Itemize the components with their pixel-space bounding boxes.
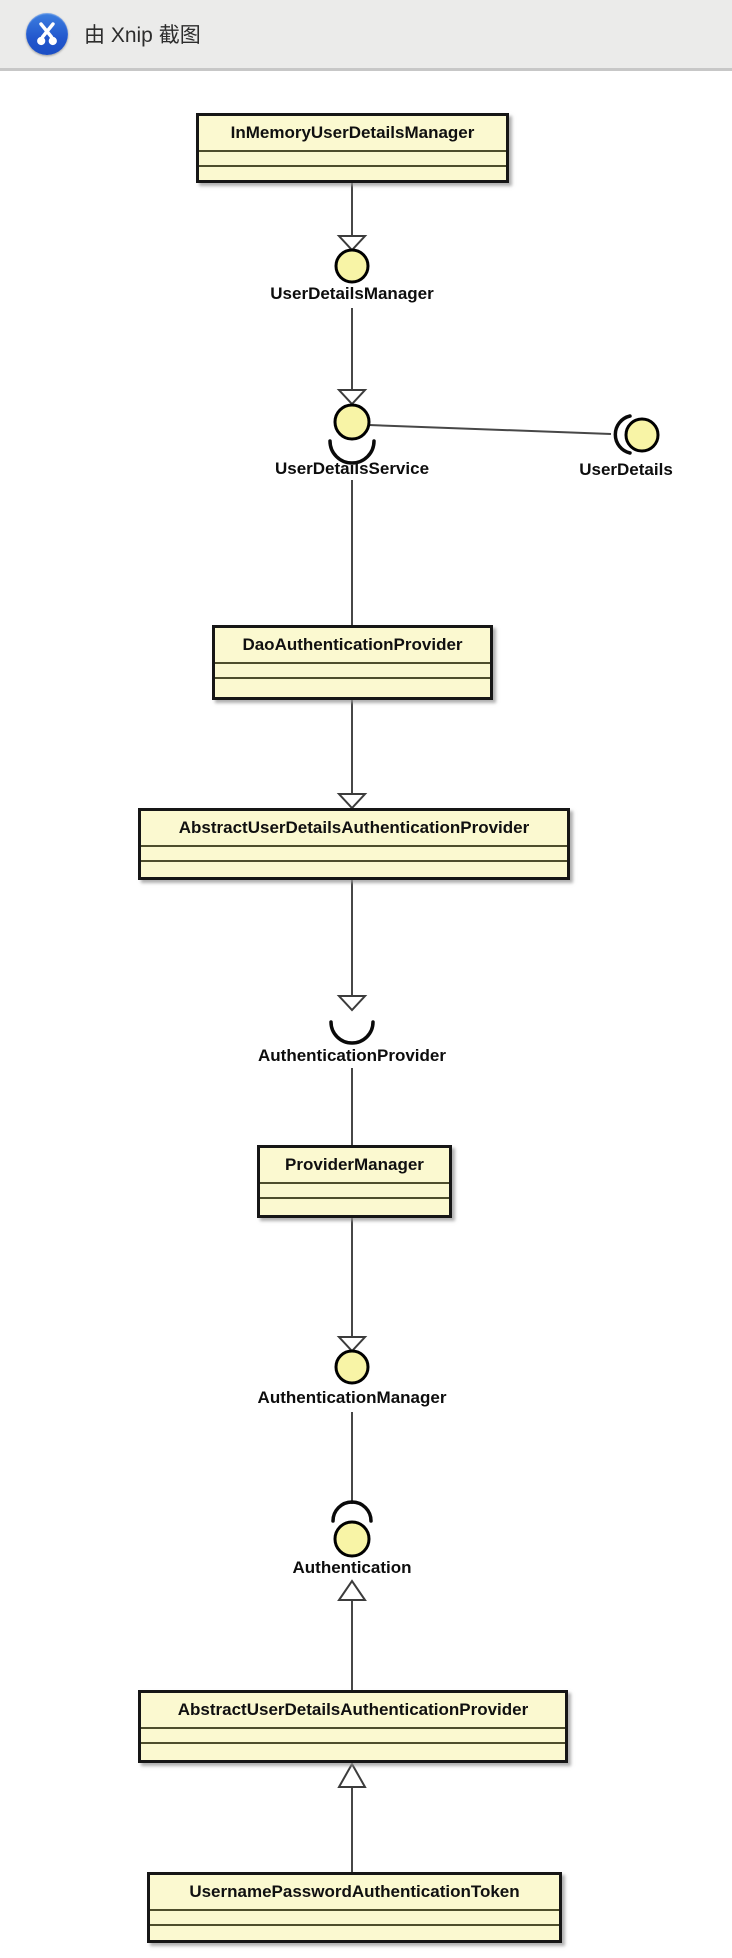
uml-class-diagram: InMemoryUserDetailsManager DaoAuthentica…	[0, 71, 732, 1958]
class-title: UsernamePasswordAuthenticationToken	[189, 1882, 520, 1901]
interface-label-userdetails: UserDetails	[579, 460, 673, 479]
class-title: AbstractUserDetailsAuthenticationProvide…	[178, 818, 530, 837]
attributes-compartment	[150, 1909, 559, 1924]
class-abstractuserdetailsauthenticationprovider-lower: AbstractUserDetailsAuthenticationProvide…	[138, 1690, 568, 1763]
realization-arrow-down-icon	[336, 995, 368, 1012]
userdetailsservice-interface-circle	[333, 403, 371, 441]
class-title: ProviderManager	[285, 1155, 424, 1174]
xnip-watermark-text: 由 Xnip 截图	[84, 24, 201, 47]
authentication-interface-circle	[333, 1520, 371, 1558]
interface-label-authentication: Authentication	[292, 1558, 412, 1577]
attributes-compartment	[141, 845, 567, 860]
xnip-scissors-icon	[37, 22, 57, 46]
class-abstractuserdetailsauthenticationprovider: AbstractUserDetailsAuthenticationProvide…	[138, 808, 570, 880]
class-inmemoryuserdetailsmanager: InMemoryUserDetailsManager	[196, 113, 509, 183]
authentication-socket-arc	[331, 1500, 373, 1523]
authenticationprovider-socket-arc	[329, 1020, 375, 1045]
class-providermanager: ProviderManager	[257, 1145, 452, 1218]
attributes-compartment	[199, 150, 506, 165]
userdetailsservice-socket-arc	[328, 439, 376, 465]
interface-label-userdetailsmanager: UserDetailsManager	[270, 284, 434, 303]
methods-compartment	[141, 860, 567, 877]
class-title: DaoAuthenticationProvider	[242, 635, 463, 654]
generalization-arrow-down-icon	[336, 793, 368, 810]
generalization-arrow-up-icon	[337, 1579, 367, 1601]
realization-arrow-down-icon	[336, 1336, 368, 1353]
generalization-arrow-up-icon	[337, 1761, 367, 1788]
class-title: AbstractUserDetailsAuthenticationProvide…	[177, 1700, 529, 1719]
class-usernamepasswordauthenticationtoken: UsernamePasswordAuthenticationToken	[147, 1872, 562, 1943]
interface-label-userdetailsservice: UserDetailsService	[274, 459, 430, 478]
methods-compartment	[215, 677, 490, 697]
class-daoauthenticationprovider: DaoAuthenticationProvider	[212, 625, 493, 700]
realization-arrow-down-icon	[336, 389, 368, 406]
interface-label-authenticationmanager: AuthenticationManager	[257, 1388, 447, 1407]
class-title: InMemoryUserDetailsManager	[230, 123, 475, 142]
methods-compartment	[150, 1924, 559, 1940]
xnip-titlebar: 由 Xnip 截图	[0, 0, 732, 71]
userdetails-interface-circle	[624, 417, 660, 453]
methods-compartment	[199, 165, 506, 180]
connector-layer	[328, 183, 660, 1874]
userdetails-socket-arc	[613, 414, 632, 455]
userdetailsmanager-interface-circle	[334, 248, 370, 284]
realization-arrow-down-icon	[336, 235, 368, 252]
attributes-compartment	[215, 662, 490, 677]
edge-userdetailsservice-to-userdetails	[368, 424, 612, 435]
attributes-compartment	[260, 1182, 449, 1197]
methods-compartment	[260, 1197, 449, 1215]
methods-compartment	[141, 1742, 565, 1760]
xnip-logo	[26, 13, 68, 55]
attributes-compartment	[141, 1727, 565, 1742]
authenticationmanager-interface-circle	[334, 1349, 370, 1385]
interface-label-authenticationprovider: AuthenticationProvider	[258, 1046, 446, 1065]
